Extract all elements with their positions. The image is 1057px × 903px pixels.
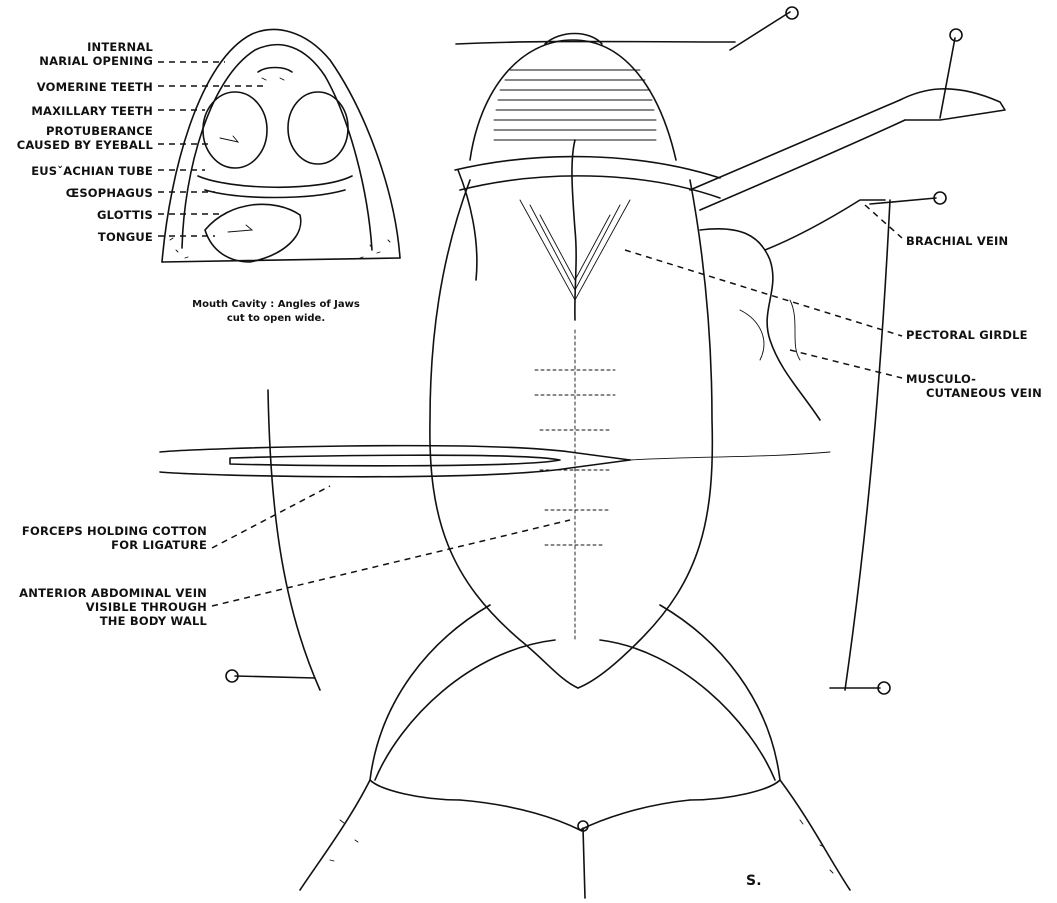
label-anterior-abdominal-vein: ANTERIOR ABDOMINAL VEIN VISIBLE THROUGH … xyxy=(19,586,207,628)
label-tongue: TONGUE xyxy=(98,230,153,244)
mouth-cavity-inset xyxy=(162,30,400,262)
label-pectoral-girdle: PECTORAL GIRDLE xyxy=(906,328,1028,342)
label-protuberance: PROTUBERANCE CAUSED BY EYEBALL xyxy=(17,124,153,152)
inset-caption: Mouth Cavity : Angles of Jaws cut to ope… xyxy=(170,298,382,326)
main-leaders xyxy=(212,205,902,606)
label-forceps: FORCEPS HOLDING COTTON FOR LIGATURE xyxy=(22,524,207,552)
inset-leaders xyxy=(158,62,265,236)
label-internal-narial-opening: INTERNAL NARIAL OPENING xyxy=(39,40,153,68)
label-glottis: GLOTTIS xyxy=(97,208,153,222)
label-brachial-vein: BRACHIAL VEIN xyxy=(906,234,1008,248)
label-musculo-cutaneous-vein: MUSCULO- CUTANEOUS VEIN xyxy=(906,372,1042,400)
artist-signature: S. xyxy=(746,874,762,888)
label-vomerine-teeth: VOMERINE TEETH xyxy=(37,80,153,94)
label-oesophagus: ŒSOPHAGUS xyxy=(66,186,153,200)
frog-body xyxy=(160,7,1005,898)
label-eustachian-tube: EUSˇACHIAN TUBE xyxy=(31,164,153,178)
label-maxillary-teeth: MAXILLARY TEETH xyxy=(31,104,153,118)
